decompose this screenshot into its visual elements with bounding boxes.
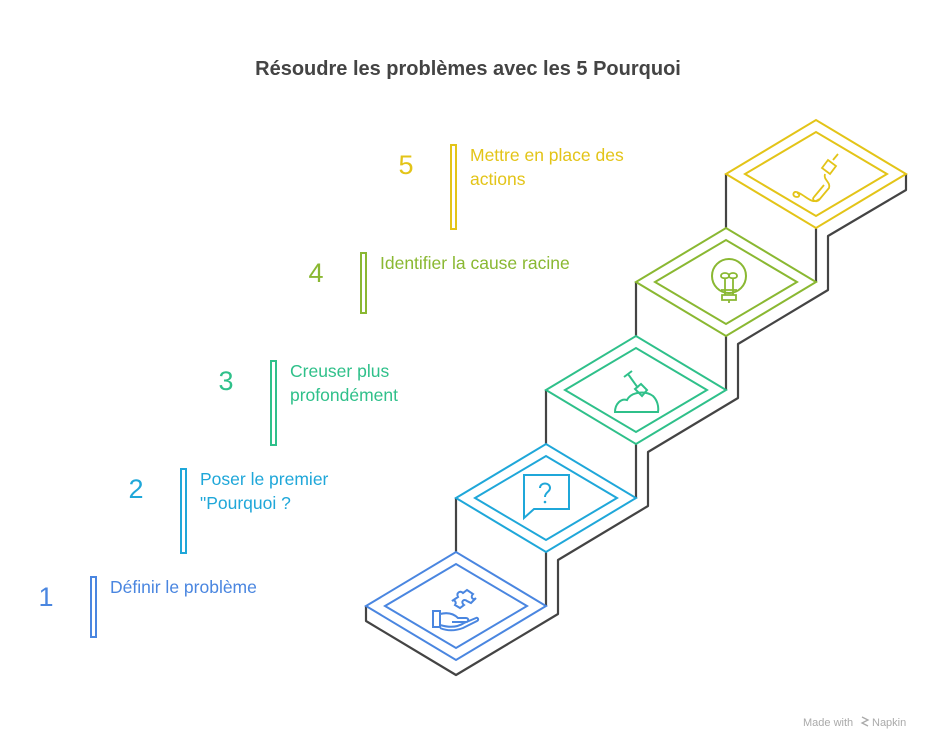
shovel-dig-icon [613, 370, 660, 413]
step-number: 3 [218, 366, 233, 396]
napkin-watermark: Made with Napkin [803, 716, 906, 729]
footer-brand: Napkin [872, 717, 906, 729]
step-2 [454, 442, 638, 554]
footer-prefix: Made with [803, 717, 853, 729]
step-label-line: actions [470, 169, 526, 189]
question-bubble-icon [523, 474, 570, 521]
step-1 [364, 550, 548, 662]
step-label-5: 5 Mettre en place des actions [398, 144, 624, 230]
plug-cable-icon [792, 153, 839, 203]
step-label-4: 4 Identifier la cause racine [308, 252, 570, 314]
step-number: 2 [128, 474, 143, 504]
step-label-line: Définir le problème [110, 577, 257, 597]
step-bar [270, 360, 277, 446]
step-4 [634, 226, 818, 338]
step-label-line: Identifier la cause racine [380, 253, 570, 273]
step-top-outer [634, 226, 818, 338]
staircase-outline [364, 174, 908, 677]
hand-puzzle-icon [432, 588, 480, 632]
diagram-title: Résoudre les problèmes avec les 5 Pourqu… [255, 58, 681, 80]
step-top-inner [743, 130, 889, 218]
step-bar [180, 468, 187, 554]
step-top-inner [563, 346, 709, 434]
step-label-line: Creuser plus [290, 361, 389, 381]
step-bar [450, 144, 457, 230]
stair-risers [454, 174, 818, 606]
step-bar [360, 252, 367, 314]
lightbulb-icon [711, 258, 747, 303]
step-label-2: 2 Poser le premier "Pourquoi ? [128, 468, 329, 554]
step-label-line: Poser le premier [200, 469, 329, 489]
step-top-inner [473, 454, 619, 542]
step-label-line: "Pourquoi ? [200, 493, 291, 513]
step-number: 4 [308, 258, 323, 288]
step-number: 1 [38, 582, 53, 612]
step-label-line: profondément [290, 385, 398, 405]
napkin-logo-icon [860, 716, 870, 727]
step-number: 5 [398, 150, 413, 180]
step-label-1: 1 Définir le problème [38, 576, 257, 638]
step-top-outer [454, 442, 638, 554]
step-5 [724, 118, 908, 230]
step-top-inner [653, 238, 799, 326]
step-bar [90, 576, 97, 638]
step-label-line: Mettre en place des [470, 145, 624, 165]
step-top-outer [724, 118, 908, 230]
step-3 [544, 334, 728, 446]
step-top-inner [383, 562, 529, 650]
step-label-3: 3 Creuser plus profondément [218, 360, 398, 446]
